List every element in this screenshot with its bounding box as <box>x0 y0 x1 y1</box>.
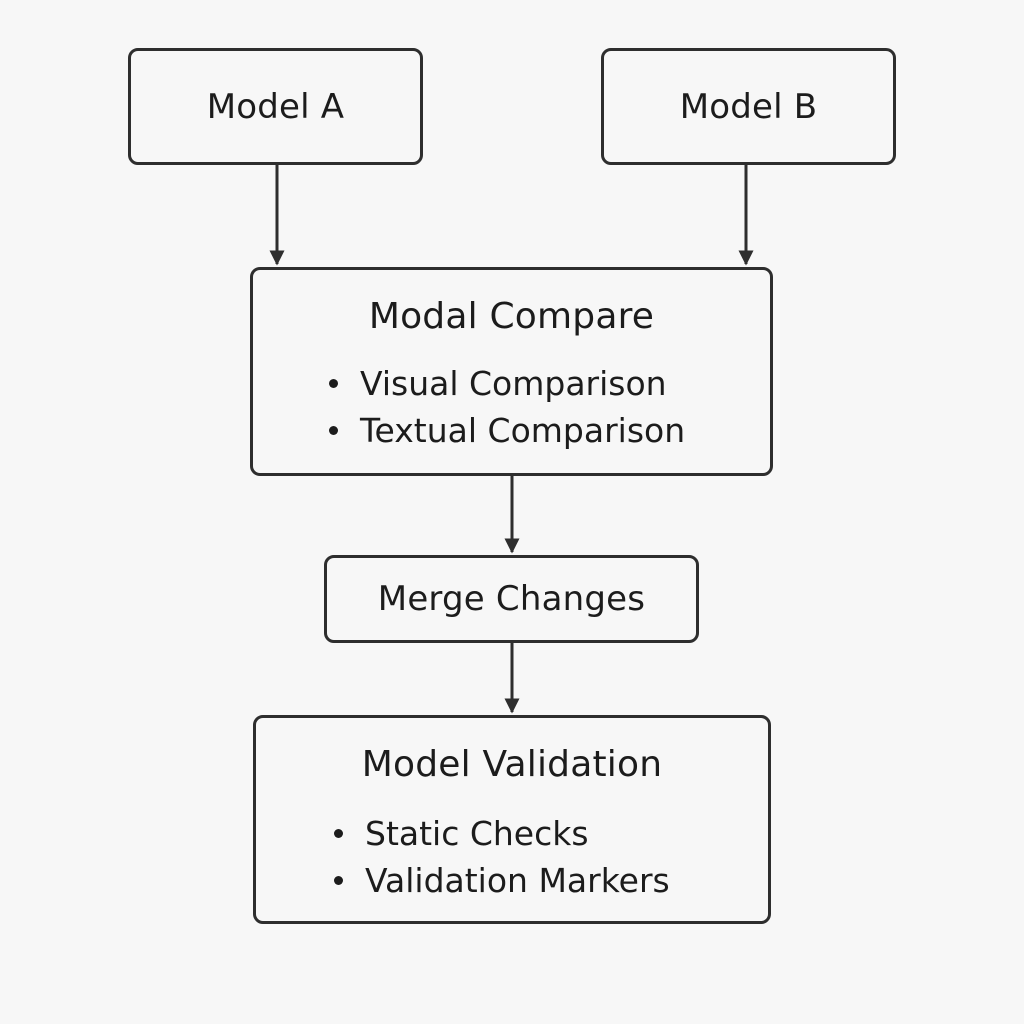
model-validation-node: Model Validation Static Checks Validatio… <box>253 715 771 924</box>
list-item: Visual Comparison <box>329 360 685 407</box>
list-item-label: Static Checks <box>365 814 589 853</box>
bullet-icon <box>334 829 343 838</box>
list-item: Validation Markers <box>334 857 670 904</box>
modal-compare-node: Modal Compare Visual Comparison Textual … <box>250 267 773 476</box>
model-b-node: Model B <box>601 48 896 165</box>
list-item-label: Visual Comparison <box>360 364 667 403</box>
model-b-label: Model B <box>679 86 818 127</box>
model-a-label: Model A <box>206 86 345 127</box>
bullet-icon <box>329 379 338 388</box>
merge-changes-node: Merge Changes <box>324 555 699 643</box>
modal-compare-title: Modal Compare <box>368 296 655 337</box>
merge-changes-label: Merge Changes <box>377 579 646 619</box>
bullet-icon <box>334 876 343 885</box>
model-a-node: Model A <box>128 48 423 165</box>
model-validation-list: Static Checks Validation Markers <box>334 810 670 904</box>
modal-compare-list: Visual Comparison Textual Comparison <box>329 360 685 454</box>
bullet-icon <box>329 426 338 435</box>
list-item: Static Checks <box>334 810 670 857</box>
list-item-label: Textual Comparison <box>360 411 686 450</box>
model-validation-title: Model Validation <box>361 744 663 785</box>
list-item: Textual Comparison <box>329 407 685 454</box>
list-item-label: Validation Markers <box>365 861 670 900</box>
